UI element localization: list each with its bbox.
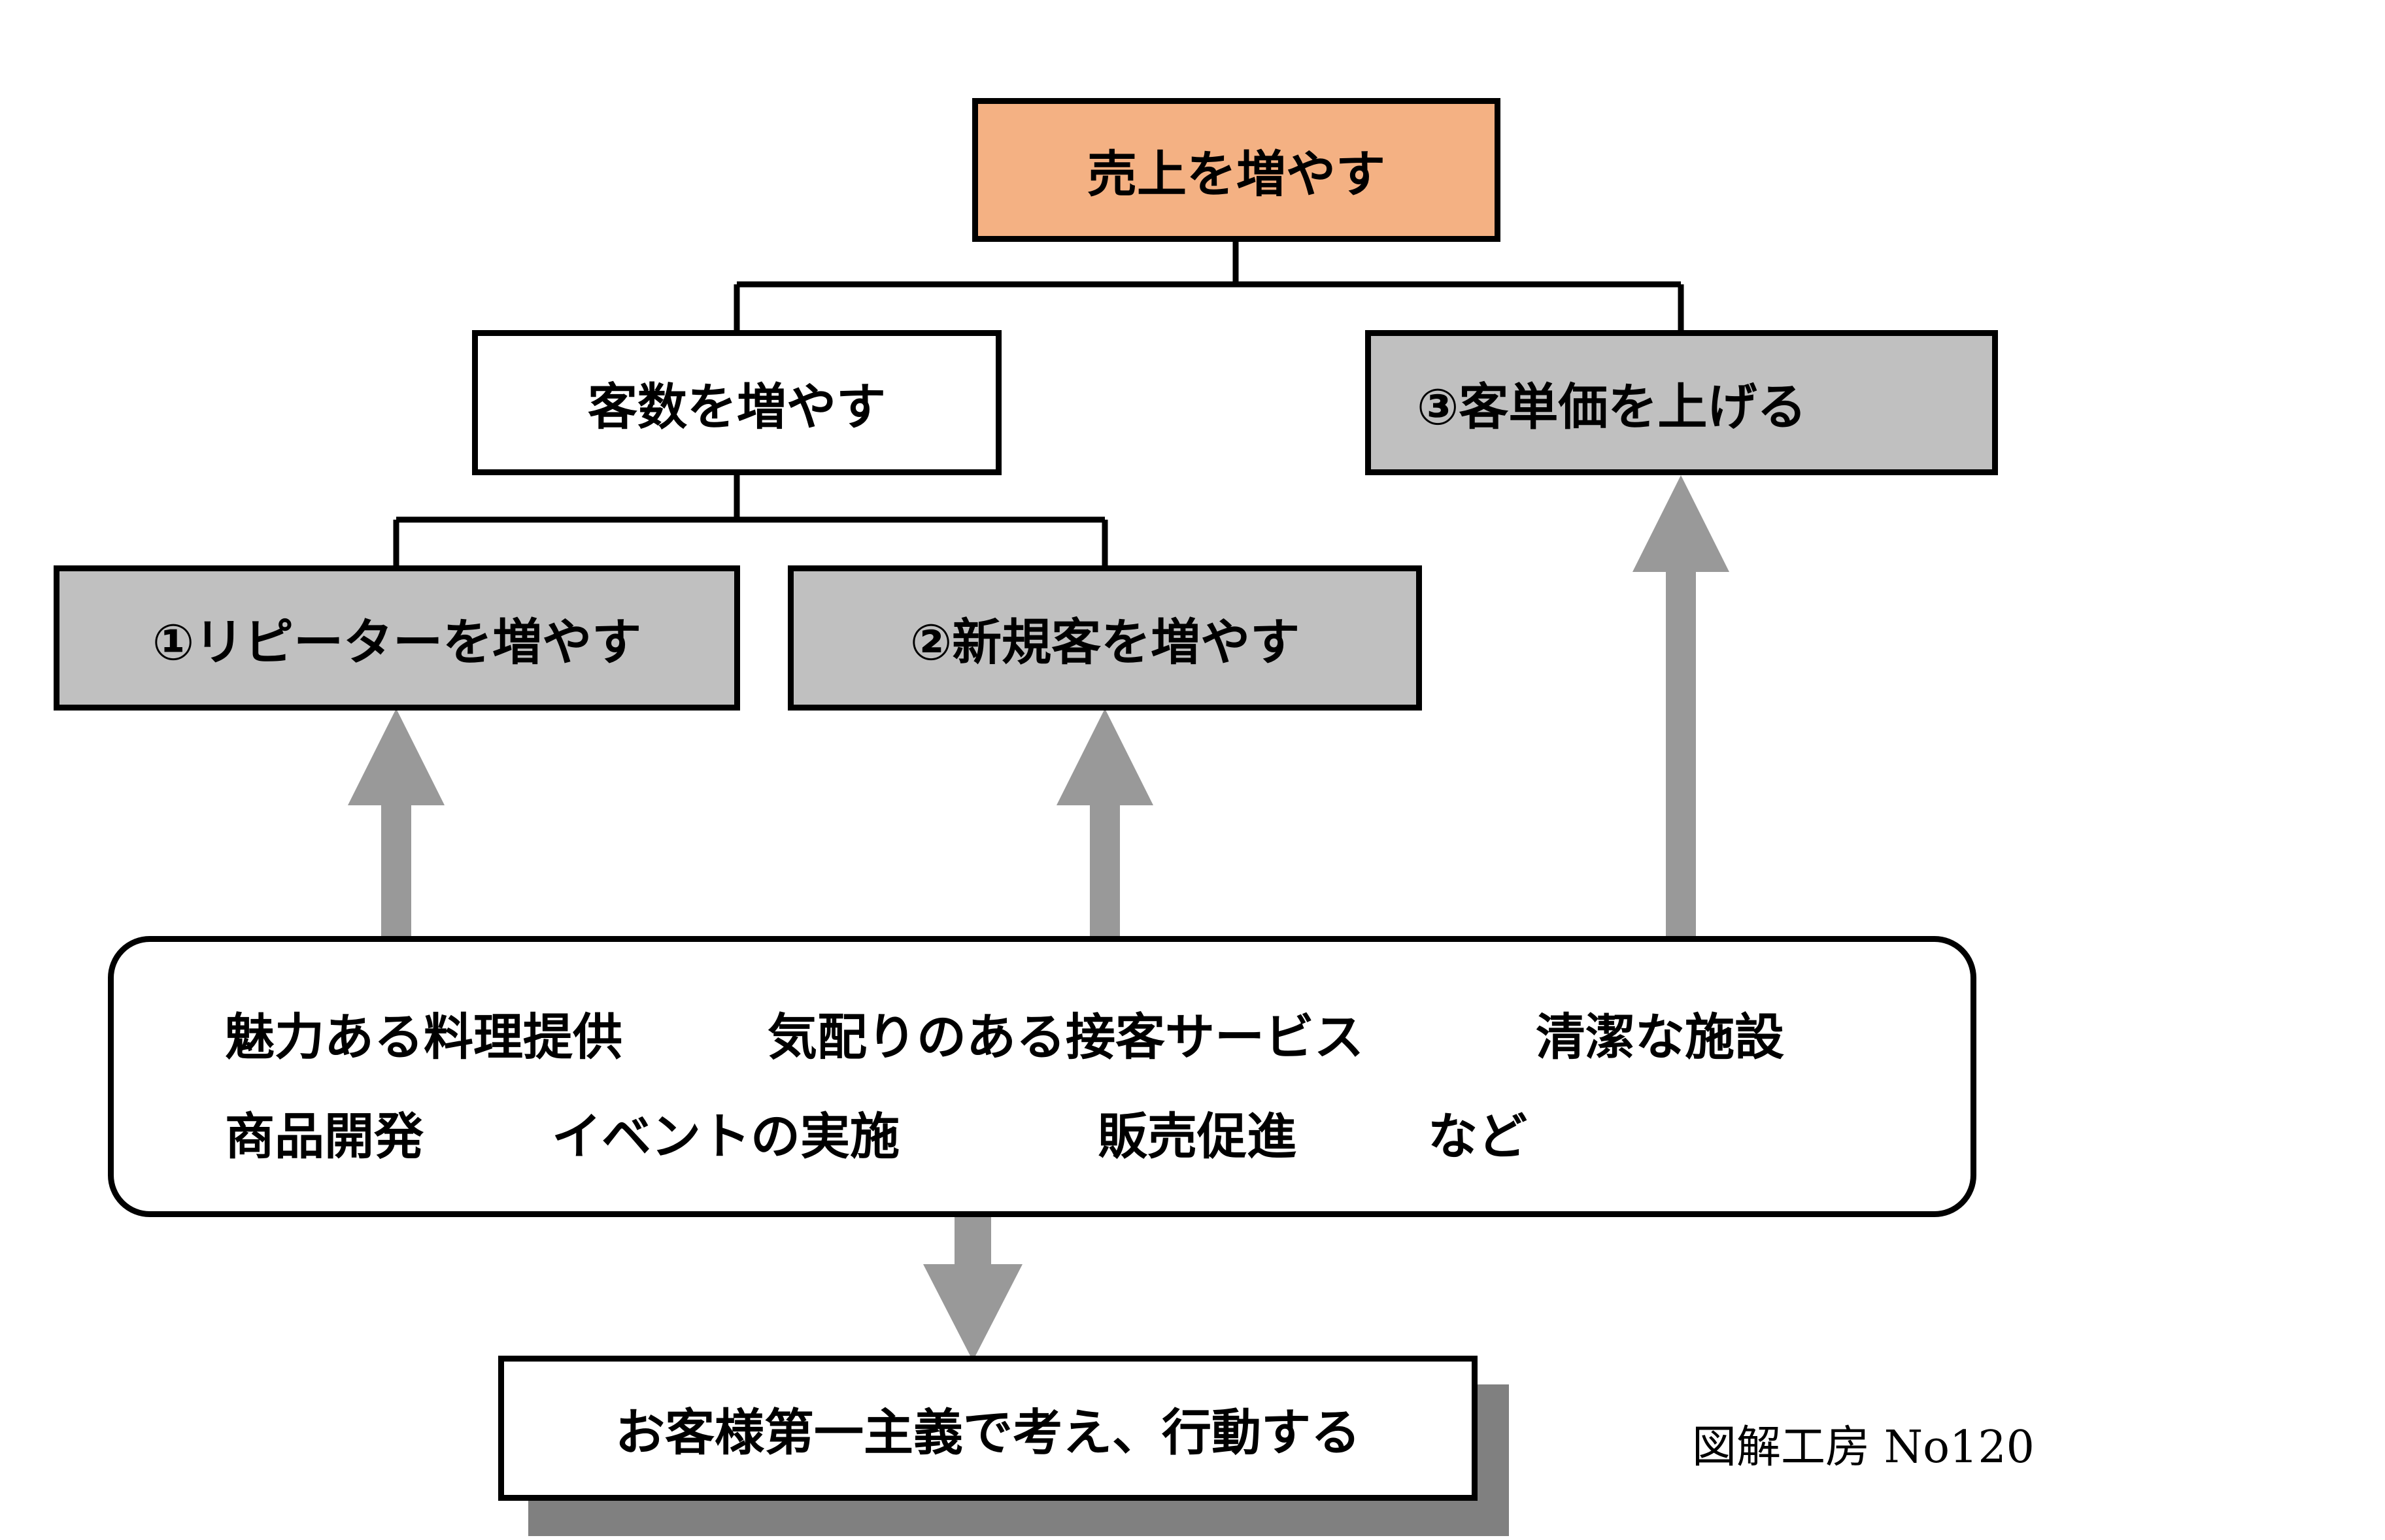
arrow-to-repeaters [348,709,445,941]
goal-node: 売上を増やす [972,98,1500,242]
measure-item: 気配りのある接客サービス [768,1008,1364,1066]
arrow-to-principle [923,1214,1023,1361]
tree-connectors [393,239,1684,567]
unit-price-node: ③客単価を上げる [1365,330,1998,475]
principle-label: お客様第一主義で考え、行動する [615,1403,1361,1462]
credit-text: 図解工房 No120 [1692,1422,2035,1473]
new-customers-label: ②新規客を増やす [909,613,1300,671]
measure-item: イベントの実施 [552,1107,900,1165]
arrow-to-new-customers [1057,709,1153,941]
principle-node: お客様第一主義で考え、行動する [498,1356,1478,1501]
measure-item: 魅力ある料理提供 [225,1008,622,1066]
arrow-to-unit-price [1632,475,1729,941]
goal-label: 売上を増やす [1087,145,1385,203]
customers-node: 客数を増やす [472,330,1002,475]
measure-item: 商品開発 [225,1107,424,1165]
measure-item: 販売促進 [1098,1107,1296,1165]
new-customers-node: ②新規客を増やす [788,565,1422,711]
repeaters-label: ①リピーターを増やす [152,613,642,671]
repeaters-node: ①リピーターを増やす [54,565,740,711]
up-arrows [348,475,1729,941]
customers-label: 客数を増やす [588,378,886,436]
measure-item: など [1428,1107,1527,1165]
measure-item: 清潔な施設 [1536,1008,1784,1066]
unit-price-label: ③客単価を上げる [1417,378,1807,436]
measures-box: 魅力ある料理提供 気配りのある接客サービス 清潔な施設 商品開発 イベントの実施… [108,936,1976,1217]
